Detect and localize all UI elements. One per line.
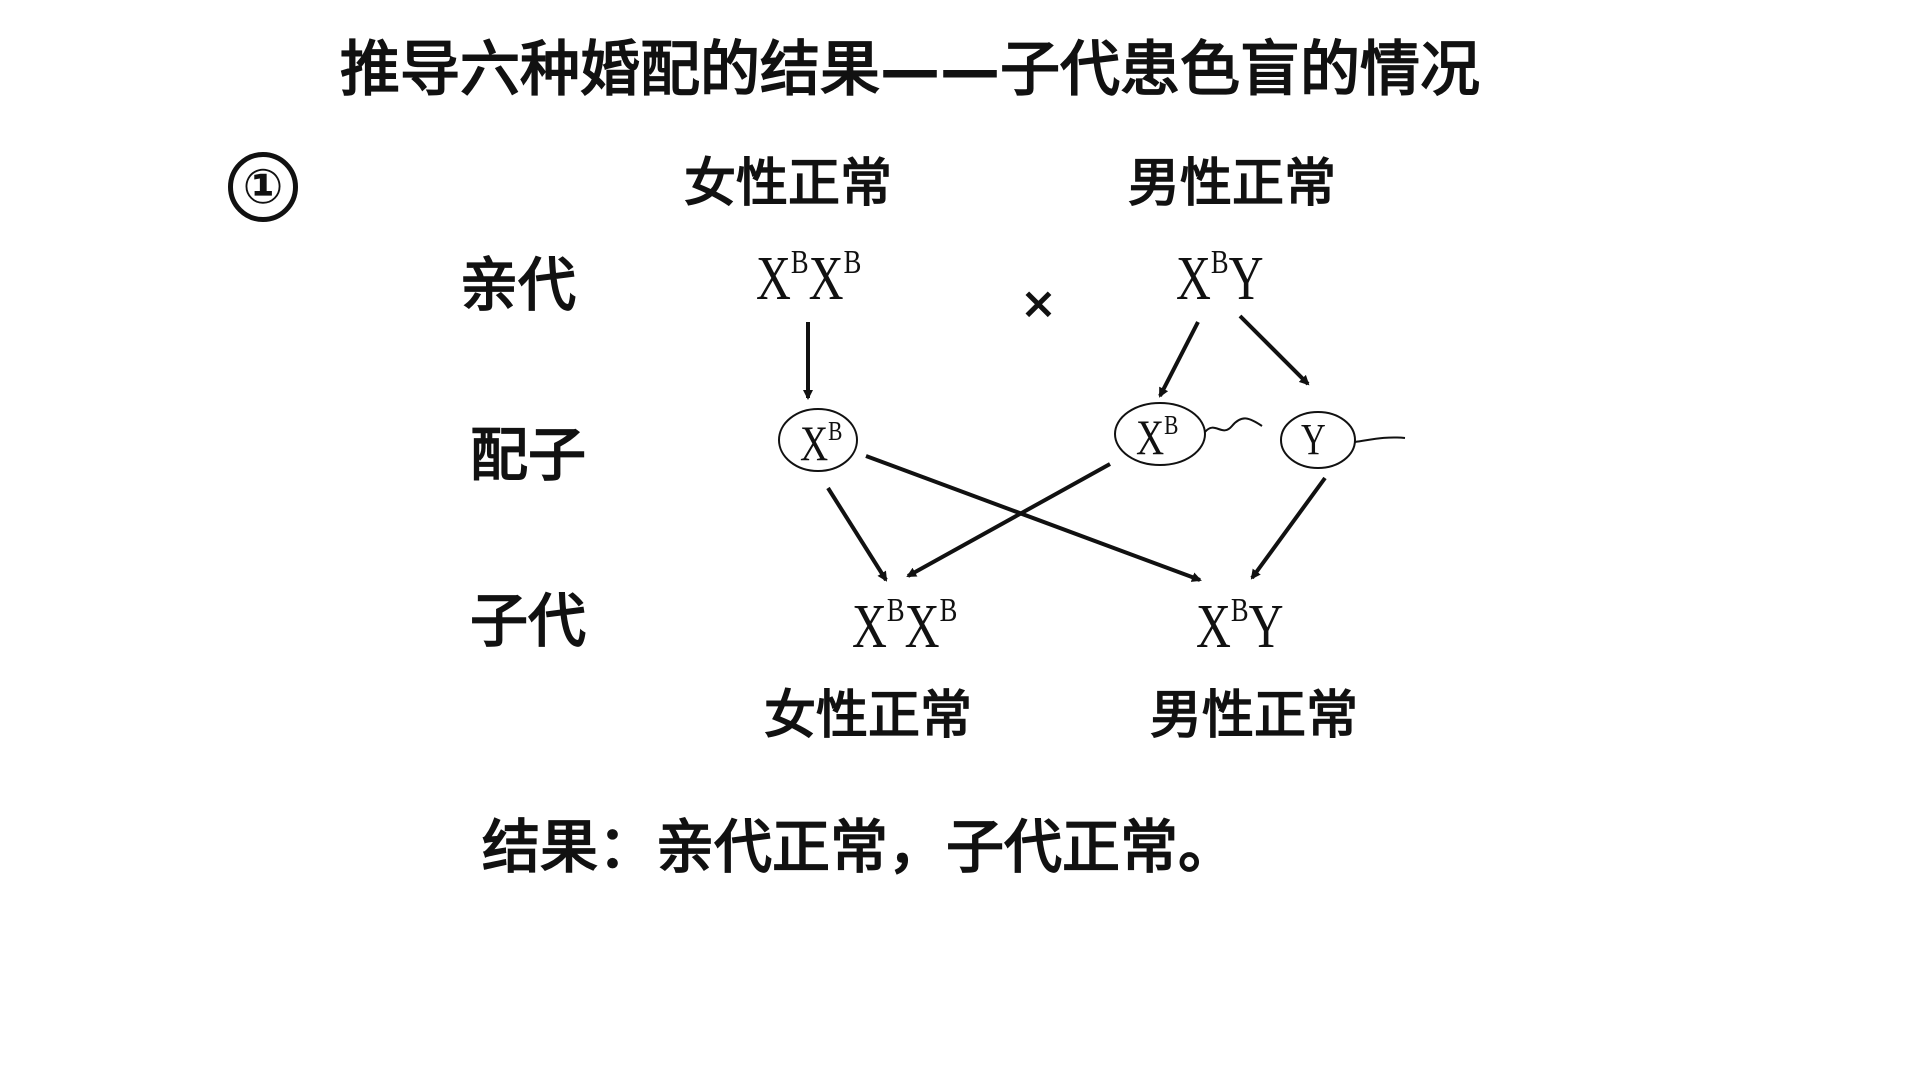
allele-superscript: B [1210, 244, 1229, 282]
row-label-offspring: 子代 [470, 587, 587, 655]
gamete-male-y: Y [1301, 418, 1326, 462]
allele-base: X [756, 245, 791, 313]
offspring-male-genotype: XBY [1196, 593, 1284, 661]
allele-superscript: B [1230, 592, 1249, 630]
header-female: 女性正常 [684, 154, 893, 214]
result-statement: 结果：亲代正常，子代正常。 [482, 813, 1237, 881]
allele-base: Y [1228, 245, 1264, 313]
case-number-badge: ① [228, 152, 298, 222]
arrow-sperm-x-to-daughter [906, 462, 1111, 578]
row-label-parents: 亲代 [460, 251, 577, 319]
parent-male-genotype: XBY [1176, 245, 1264, 313]
egg-cell-outline [778, 408, 858, 472]
slide-title: 推导六种婚配的结果——子代患色盲的情况 [340, 35, 1480, 105]
case-number: ① [242, 159, 284, 215]
sperm-x-tail [1204, 417, 1263, 433]
allele-superscript: B [828, 414, 843, 446]
allele-base: X [800, 415, 829, 471]
allele-base: X [1196, 593, 1231, 661]
arrow-sperm-y-to-son [1250, 476, 1327, 580]
parent-female-genotype: XBXB [756, 245, 861, 313]
sperm-y-outline [1280, 411, 1356, 469]
allele-base: X [1136, 409, 1165, 465]
gamete-male-x: XB [1136, 408, 1179, 465]
arrow-egg-to-daughter [826, 486, 888, 582]
allele-superscript: B [790, 244, 809, 282]
allele-base: Y [1248, 593, 1284, 661]
arrow-egg-to-son [865, 454, 1202, 582]
offspring-female-genotype: XBXB [852, 593, 957, 661]
allele-superscript: B [843, 244, 862, 282]
allele-base: X [852, 593, 887, 661]
allele-superscript: B [939, 592, 958, 630]
allele-base: X [1176, 245, 1211, 313]
row-label-gametes: 配子 [470, 421, 587, 489]
allele-base: X [808, 245, 844, 313]
offspring-female-phenotype: 女性正常 [764, 686, 973, 746]
gamete-female: XB [800, 414, 843, 471]
arrow-male-to-x-gamete [1158, 321, 1200, 398]
allele-base: Y [1301, 415, 1326, 464]
sperm-x-outline [1114, 402, 1206, 466]
allele-base: X [904, 593, 940, 661]
sperm-y-tail [1354, 436, 1406, 443]
arrow-male-to-y-gamete [1238, 314, 1310, 386]
cross-symbol: × [1020, 278, 1057, 329]
header-male: 男性正常 [1128, 154, 1337, 214]
allele-superscript: B [1164, 408, 1179, 440]
offspring-male-phenotype: 男性正常 [1150, 686, 1359, 746]
allele-superscript: B [886, 592, 905, 630]
